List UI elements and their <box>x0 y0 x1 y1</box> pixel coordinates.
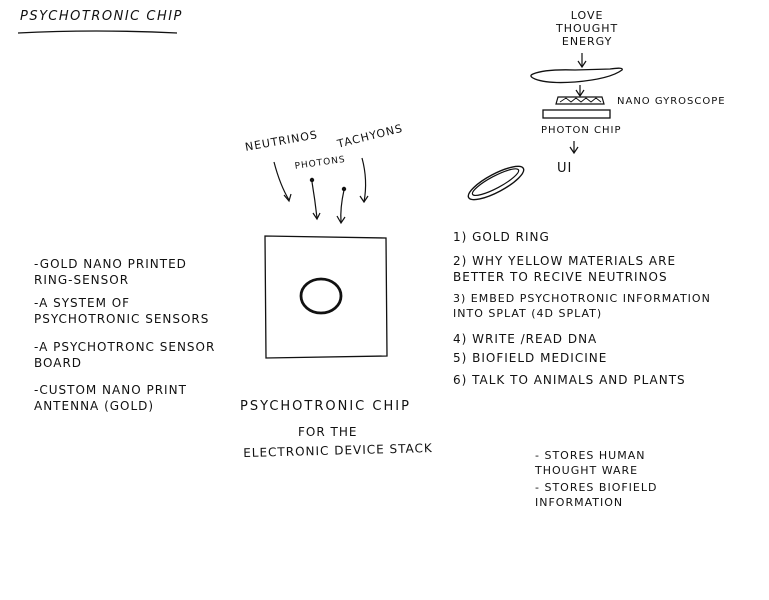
photon-chip-shape <box>542 109 611 119</box>
ui-label: UI <box>557 161 573 176</box>
left-note: -GOLD NANO PRINTED RING-SENSOR <box>34 257 187 288</box>
numbered-note: 5) BIOFIELD MEDICINE <box>453 351 608 365</box>
photon-dot <box>341 186 347 192</box>
particle-paths <box>273 157 369 225</box>
ring-sensor-shape <box>299 277 343 315</box>
numbered-note: 2) WHY YELLOW MATERIALS ARE BETTER TO RE… <box>453 254 677 285</box>
left-note: -A PSYCHOTRONC SENSOR BOARD <box>34 340 216 371</box>
chip-caption-line2: FOR THE <box>298 425 358 439</box>
photon-chip-label: PHOTON CHIP <box>541 125 622 136</box>
title-underline <box>17 30 178 34</box>
storage-note: - STORES HUMAN THOUGHT WARE <box>535 449 646 477</box>
numbered-note: 3) EMBED PSYCHOTRONIC INFORMATION INTO S… <box>453 292 711 320</box>
nano-gyroscope-label: NANO GYROSCOPE <box>617 96 726 107</box>
page-title: PSYCHOTRONIC CHIP <box>20 9 183 24</box>
top-plate-shape <box>530 67 623 84</box>
numbered-note: 4) WRITE /READ DNA <box>453 332 598 346</box>
photon-dot <box>309 177 315 183</box>
nano-gyroscope-shape <box>555 96 605 105</box>
chip-caption-line1: PSYCHOTRONIC CHIP <box>240 399 411 414</box>
chip-square <box>264 235 388 359</box>
numbered-note: 6) TALK TO ANIMALS AND PLANTS <box>453 373 686 387</box>
left-note: -CUSTOM NANO PRINT ANTENNA (GOLD) <box>34 383 187 414</box>
left-note: -A SYSTEM OF PSYCHOTRONIC SENSORS <box>34 296 210 327</box>
storage-note: - STORES BIOFIELD INFORMATION <box>535 481 658 509</box>
stack-arrows <box>569 53 587 155</box>
gold-ring-shape <box>467 165 525 201</box>
numbered-note: 1) GOLD RING <box>453 230 550 244</box>
stack-input-label: LOVE THOUGHT ENERGY <box>556 9 619 48</box>
